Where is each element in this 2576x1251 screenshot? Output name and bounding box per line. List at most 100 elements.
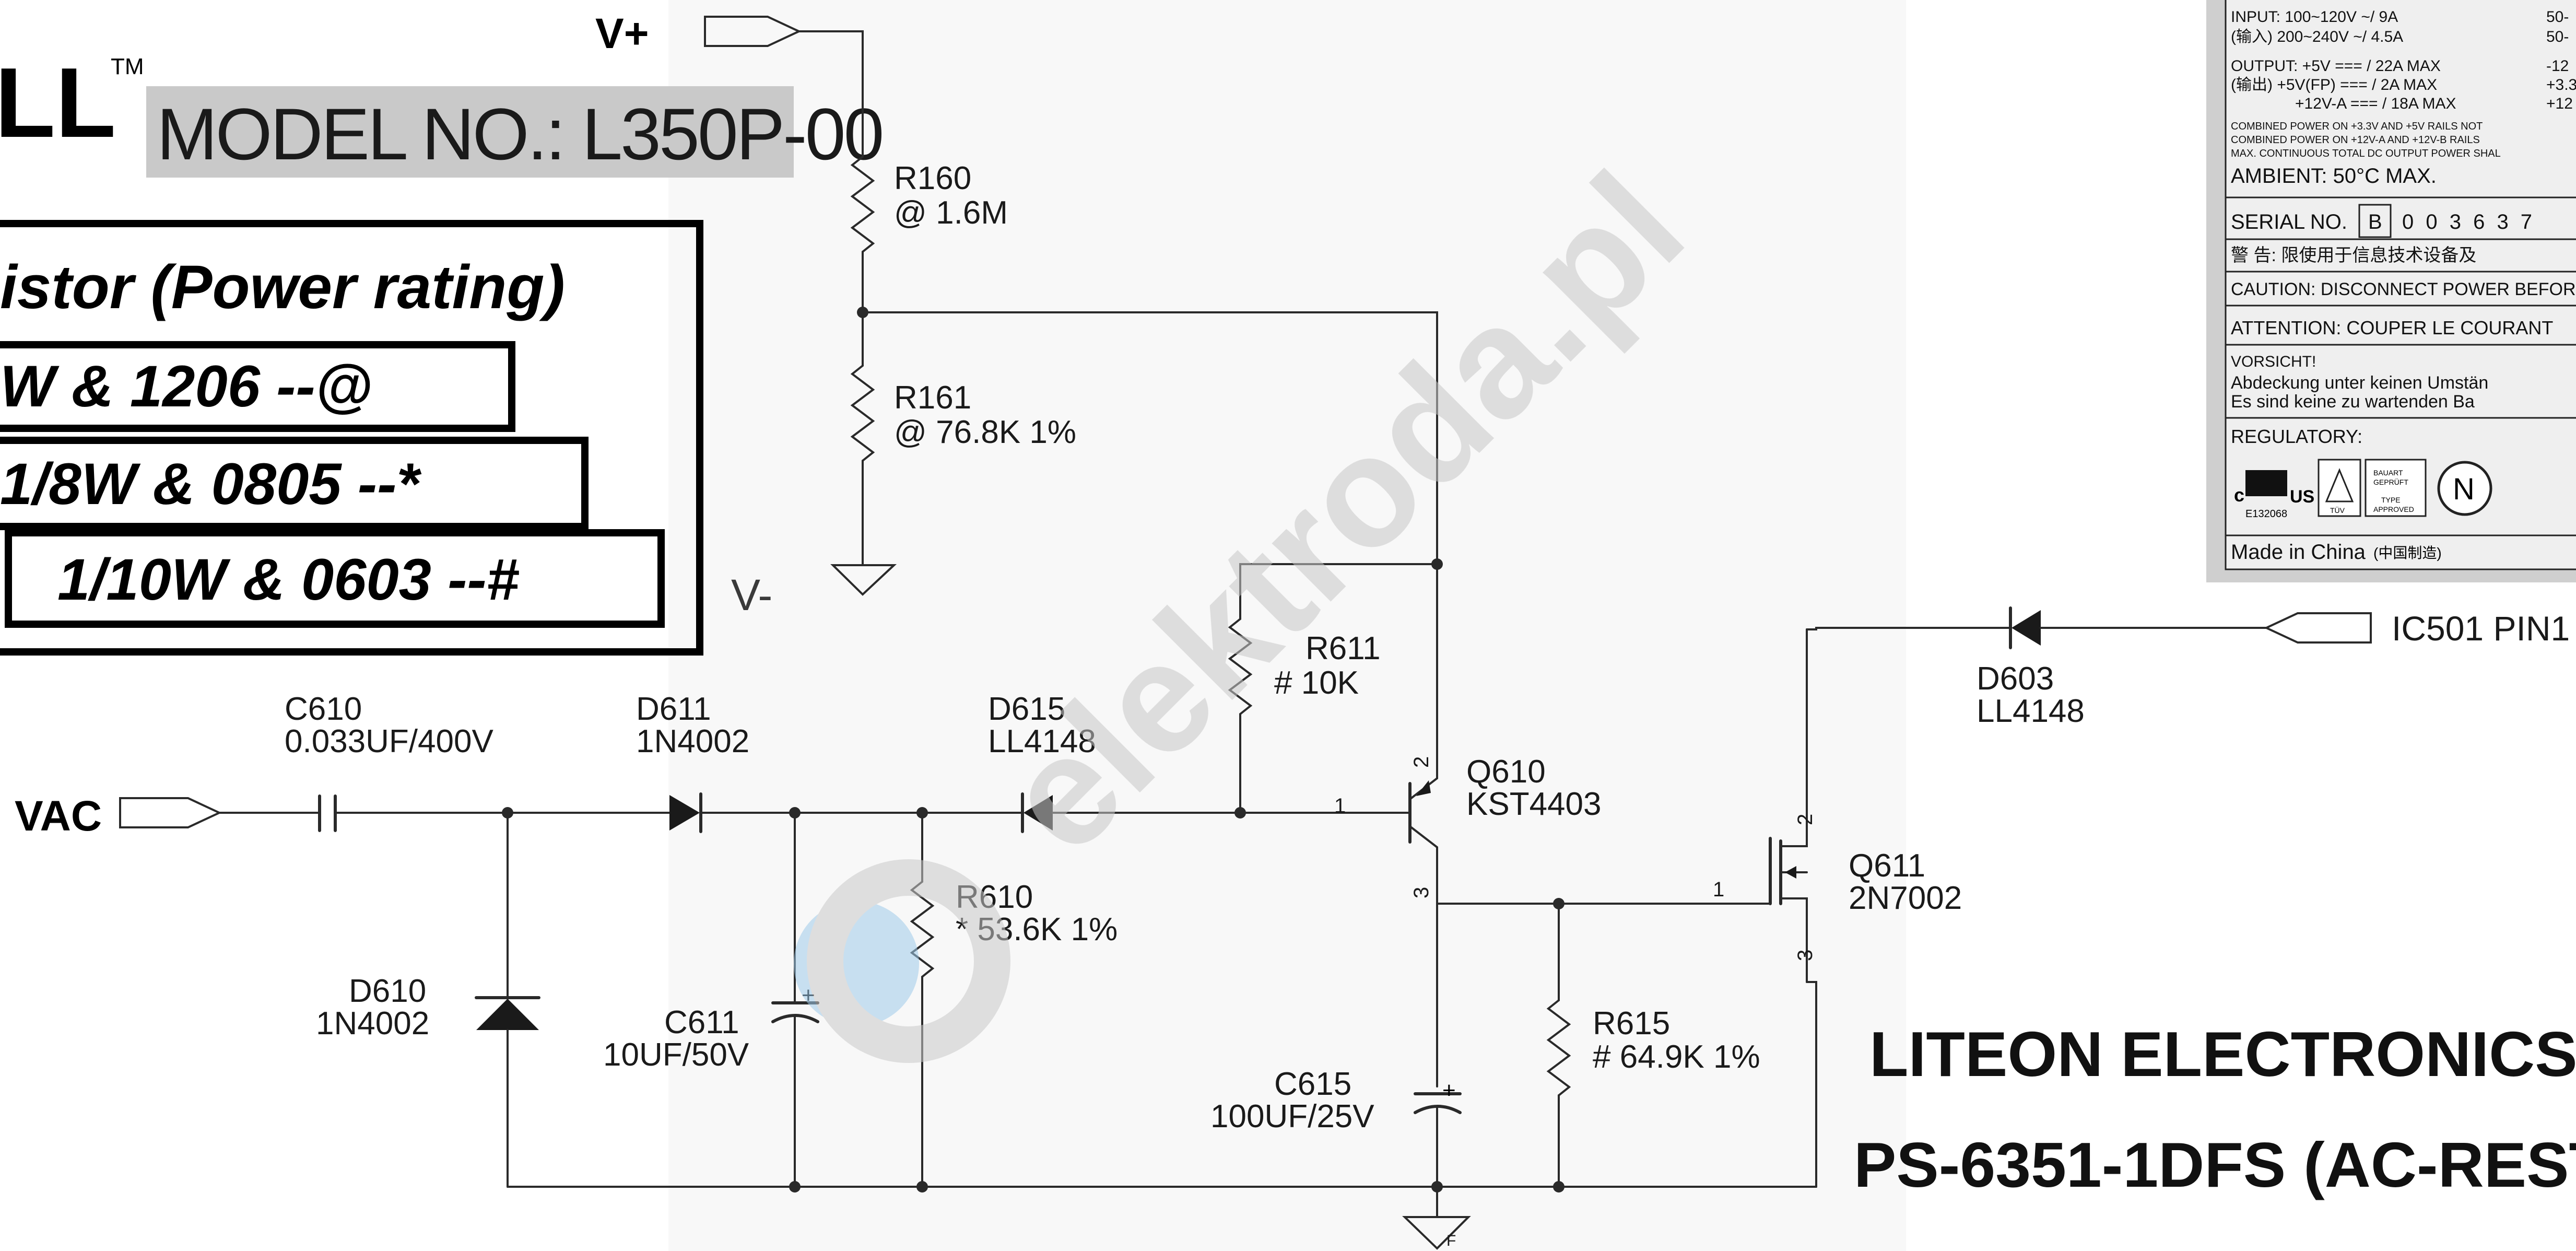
svg-text:LL: LL — [0, 48, 116, 158]
svg-text:REGULATORY:: REGULATORY: — [2231, 426, 2362, 447]
svg-text:50-: 50- — [2546, 8, 2569, 26]
q610-pin2: 2 — [1410, 756, 1433, 768]
model-title: PS-6351-1DFS (AC-RESTAI — [1854, 1129, 2576, 1200]
svg-text:CAUTION: DISCONNECT POWER BEFO: CAUTION: DISCONNECT POWER BEFOR — [2231, 279, 2576, 299]
d611-ref: D611 — [636, 691, 711, 727]
svg-text:MAX. CONTINUOUS TOTAL DC OUTPU: MAX. CONTINUOUS TOTAL DC OUTPUT POWER SH… — [2231, 148, 2501, 159]
c615-ref: C615 — [1274, 1066, 1351, 1102]
ic501-connector — [2264, 612, 2372, 644]
q610-value: KST4403 — [1466, 786, 1602, 822]
junction-r611-bottom — [1234, 807, 1246, 819]
q611-pin2: 2 — [1794, 814, 1817, 825]
svg-text:警 告: 限使用于信息技术设备及: 警 告: 限使用于信息技术设备及 — [2231, 245, 2476, 265]
svg-text:SERIAL NO.: SERIAL NO. — [2231, 211, 2347, 233]
vminus-ground-symbol — [830, 564, 897, 596]
svg-text:Es sind keine zu wartenden: Es sind keine zu wartenden Ba — [2231, 392, 2475, 412]
d610-value: 1N4002 — [316, 1006, 429, 1042]
r615-value: # 64.9K 1% — [1593, 1039, 1760, 1075]
svg-text:E132068: E132068 — [2245, 508, 2287, 520]
svg-text:50-: 50- — [2546, 28, 2569, 45]
svg-text:BAUART: BAUART — [2373, 469, 2403, 477]
svg-text:Abdeckung unter keinen Umst: Abdeckung unter keinen Umstän — [2231, 373, 2488, 393]
svg-text:+: + — [1442, 1078, 1456, 1103]
vac-label: VAC — [15, 792, 102, 840]
r161-value: @ 76.8K 1% — [894, 414, 1076, 450]
q611-ref: Q611 — [1849, 848, 1925, 884]
q611-symbol — [1769, 628, 1808, 983]
d603-symbol — [2009, 606, 2041, 649]
legend-row-1: W & 1206 --@ — [0, 354, 372, 419]
d615-value: LL4148 — [988, 723, 1096, 759]
q611-pin3: 3 — [1794, 950, 1817, 961]
d610-ref: D610 — [349, 973, 426, 1009]
r611-ref: R611 — [1305, 630, 1381, 667]
d615-symbol — [1021, 792, 1053, 833]
svg-text:-12: -12 — [2546, 57, 2569, 75]
svg-text:c: c — [2234, 484, 2244, 506]
junction-gnd-r615 — [1553, 1181, 1565, 1192]
svg-text:COMBINED POWER ON +12V-A AND +: COMBINED POWER ON +12V-A AND +12V-B RAIL… — [2231, 134, 2480, 146]
c610-ref: C610 — [285, 691, 362, 727]
c611-ref: C611 — [664, 1004, 739, 1040]
svg-text:0 0 3 6 3 7: 0 0 3 6 3 7 — [2402, 211, 2535, 233]
wire-q611-source-gnd — [1806, 981, 1817, 1188]
company-title: LITEON ELECTRONICS, IN — [1869, 1019, 2576, 1090]
q610-ref: Q610 — [1466, 754, 1546, 790]
legend-row-3: 1/10W & 0603 --# — [57, 547, 520, 612]
svg-text:+12: +12 — [2546, 95, 2573, 112]
q611-value: 2N7002 — [1849, 880, 1962, 916]
vplus-connector — [704, 16, 802, 47]
r611-symbol — [1228, 618, 1253, 715]
d615-ref: D615 — [988, 691, 1065, 727]
vminus-label: V- — [731, 570, 772, 619]
r611-value: # 10K — [1274, 665, 1359, 701]
svg-text:Made in China: Made in China — [2231, 541, 2366, 564]
d603-value: LL4148 — [1977, 693, 2085, 729]
svg-text:ATTENTION: COUPER LE COURANT: ATTENTION: COUPER LE COURANT — [2231, 317, 2553, 338]
q610-symbol — [1408, 561, 1438, 905]
tuv-mark-icon: TÜV — [2318, 459, 2361, 517]
svg-text:TÜV: TÜV — [2330, 506, 2345, 515]
bauart-mark-icon: BAUART GEPRÜFT TYPE APPROVED — [2365, 459, 2427, 517]
q610-pin1: 1 — [1334, 794, 1346, 817]
d611-value: 1N4002 — [636, 723, 749, 759]
r161-symbol — [850, 365, 875, 462]
svg-text:B: B — [2368, 211, 2382, 233]
r161-ref: R161 — [894, 380, 971, 416]
d610-symbol — [475, 996, 540, 1030]
ul-mark-icon: c US E132068 — [2234, 470, 2314, 520]
model-label-background — [146, 86, 794, 178]
svg-text:+3.3: +3.3 — [2546, 76, 2576, 93]
junction-gnd-r610 — [916, 1181, 928, 1192]
psu-label: INPUT: 100~120V ~/ 9A (输入) 200~240V ~/ 4… — [2206, 0, 2576, 582]
ic501-label: IC501 PIN1 — [2392, 609, 2570, 648]
vplus-terminal: V+ — [595, 10, 802, 57]
legend-row-2: 1/8W & 0805 --* — [0, 451, 421, 517]
svg-text:US: US — [2290, 487, 2314, 507]
vplus-label: V+ — [595, 10, 649, 57]
d603-ref: D603 — [1977, 661, 2054, 697]
dell-logo: LL TM — [0, 48, 144, 158]
legend-title: istor (Power rating) — [0, 253, 565, 322]
svg-text:COMBINED POWER ON +3.3V AND +5: COMBINED POWER ON +3.3V AND +5V RAILS NO… — [2231, 121, 2483, 132]
vac-connector — [119, 797, 222, 828]
q610-pin3: 3 — [1410, 887, 1433, 898]
model-label: MODEL NO.: L350P-00 — [157, 93, 882, 175]
ground-f-label: F — [1446, 1232, 1456, 1249]
c611-value: 10UF/50V — [603, 1037, 749, 1073]
svg-text:OUTPUT: +5V === / 22A MAX: OUTPUT: +5V === / 22A MAX — [2231, 57, 2441, 75]
svg-text:(输出) +5V(FP) === / 2A MAX: (输出) +5V(FP) === / 2A MAX — [2231, 76, 2437, 93]
svg-text:APPROVED: APPROVED — [2373, 505, 2414, 513]
svg-text:VORSICHT!: VORSICHT! — [2231, 353, 2316, 370]
wire-divider-q610 — [862, 311, 1438, 563]
c615-value: 100UF/25V — [1210, 1098, 1374, 1135]
svg-text:TYPE: TYPE — [2381, 496, 2401, 504]
svg-text:(中国制造): (中国制造) — [2373, 545, 2442, 561]
svg-text:AMBIENT: 50°C MAX.: AMBIENT: 50°C MAX. — [2231, 165, 2437, 188]
r160-ref: R160 — [894, 160, 971, 196]
svg-text:+12V-A === / 18A MAX: +12V-A === / 18A MAX — [2295, 95, 2456, 112]
wire-vplus — [798, 30, 864, 158]
r160-value: @ 1.6M — [894, 195, 1008, 231]
svg-text:INPUT: 100~120V ~/ 9A: INPUT: 100~120V ~/ 9A — [2231, 8, 2398, 26]
